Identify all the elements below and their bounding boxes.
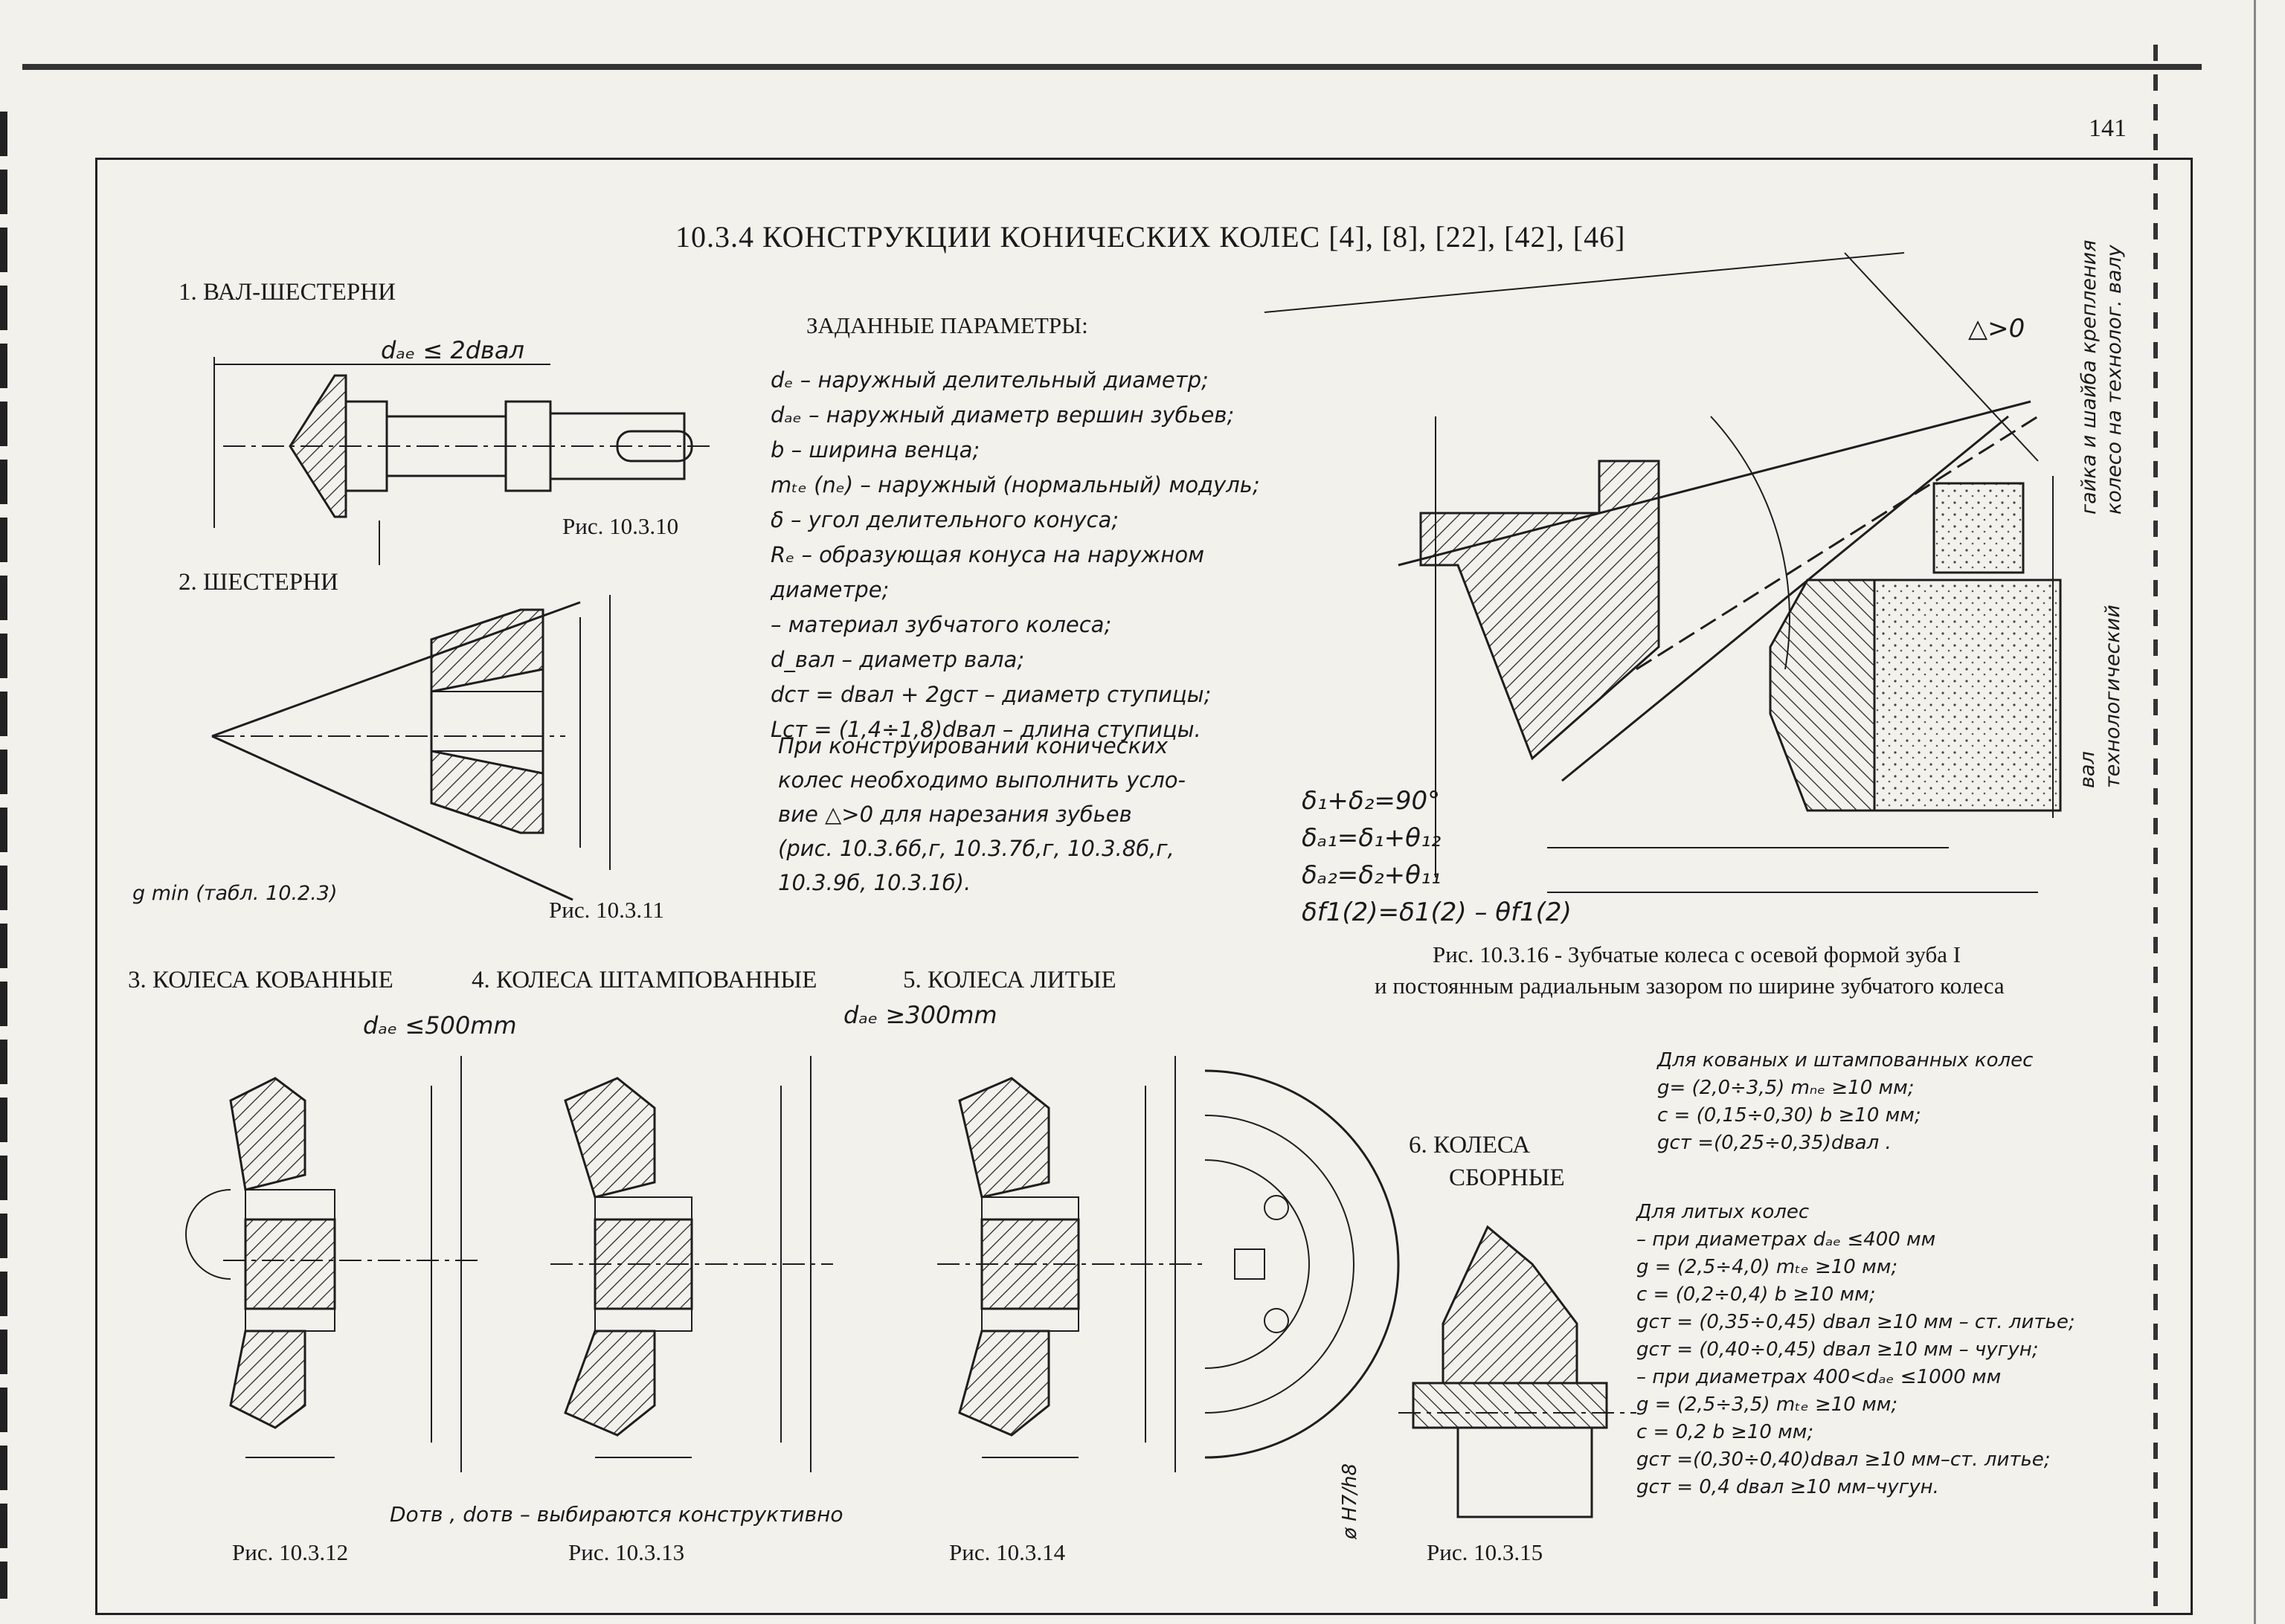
fig-10-3-16-gear-pair xyxy=(1264,252,2062,893)
cast-note-line: gст = (0,35÷0,45) dвал ≥10 мм – ст. лить… xyxy=(1636,1311,2075,1333)
caption-fig-10-3-15: Рис. 10.3.15 xyxy=(1427,1539,1543,1565)
params-heading: ЗАДАННЫЕ ПАРАМЕТРЫ: xyxy=(806,312,1088,338)
param-line: d_вал – диаметр вала; xyxy=(771,647,1025,672)
section-assembled-wheels-2: СБОРНЫЕ xyxy=(1449,1164,1565,1191)
note-line: вие △>0 для нарезания зубьев xyxy=(778,802,1132,827)
cast-note-line: gст =(0,30÷0,40)dвал ≥10 мм–ст. литье; xyxy=(1636,1449,2051,1471)
param-line: dₐₑ – наружный диаметр вершин зубьев; xyxy=(771,402,1235,428)
caption-fig-10-3-14: Рис. 10.3.14 xyxy=(949,1539,1066,1565)
caption-fig-10-3-11: Рис. 10.3.11 xyxy=(549,897,664,923)
cast-wheels-note: Для литых колес – при диаметрах dₐₑ ≤400… xyxy=(1636,1199,2075,1501)
dim-dae-ge-300: dₐₑ ≥300mm xyxy=(843,1001,997,1029)
param-line: диаметре; xyxy=(771,577,890,602)
param-line: dₑ – наружный делительный диаметр; xyxy=(771,367,1209,393)
note-line: колес необходимо выполнить усло- xyxy=(778,767,1186,793)
binding-marks-left xyxy=(0,112,7,1599)
param-line: – материал зубчатого колеса; xyxy=(771,612,1112,637)
page-number: 141 xyxy=(2089,115,2127,142)
page-title: 10.3.4 КОНСТРУКЦИИ КОНИЧЕСКИХ КОЛЕС [4],… xyxy=(675,220,1626,254)
dim-dae-le-500: dₐₑ ≤500mm xyxy=(363,1011,517,1040)
forged-wheels-note: Для кованых и штампованных колес g= (2,0… xyxy=(1657,1047,2033,1157)
fig-10-3-11-pinion xyxy=(211,595,611,901)
fig-10-3-10-shaft-pinion xyxy=(213,357,714,565)
caption-fig-10-3-12: Рис. 10.3.12 xyxy=(232,1539,349,1565)
section-stamped-wheels: 4. КОЛЕСА ШТАМПОВАННЫЕ xyxy=(472,967,817,993)
forged-note-line: g= (2,0÷3,5) mₙₑ ≥10 мм; xyxy=(1657,1077,1915,1099)
forged-note-line: c = (0,15÷0,30) b ≥10 мм; xyxy=(1657,1104,1921,1127)
note-dotv-constructive: Dотв , dотв – выбираются конструктивно xyxy=(390,1502,843,1527)
cast-note-line: c = (0,2÷0,4) b ≥10 мм; xyxy=(1636,1283,1876,1306)
section-assembled-wheels-1: 6. КОЛЕСА xyxy=(1409,1132,1531,1159)
scan-edge-top xyxy=(22,64,2202,70)
cast-note-line: g = (2,5÷4,0) mₜₑ ≥10 мм; xyxy=(1636,1256,1898,1278)
caption-fig-10-3-13: Рис. 10.3.13 xyxy=(568,1539,685,1565)
page-edge-right xyxy=(2254,0,2256,1624)
note-line: (рис. 10.3.6б,г, 10.3.7б,г, 10.3.8б,г, xyxy=(778,836,1174,861)
note-gmin-table: g min (табл. 10.2.3) xyxy=(132,882,338,905)
fig-10-3-14-cast-wheel xyxy=(937,1056,1205,1472)
caption-fig-10-3-10: Рис. 10.3.10 xyxy=(562,513,679,539)
formula-line: δf1(2)=δ1(2) – θf1(2) xyxy=(1302,898,1572,927)
caption-fig-10-3-16-line2: и постоянным радиальным зазором по ширин… xyxy=(1375,973,2005,999)
formula-line: δ₁+δ₂=90° xyxy=(1302,786,1441,816)
note-line: При конструировании конических xyxy=(778,733,1169,758)
param-line: Rₑ – образующая конуса на наружном xyxy=(771,542,1205,567)
forged-note-line: gст =(0,25÷0,35)dвал . xyxy=(1657,1132,1892,1154)
cast-note-line: gст = (0,40÷0,45) dвал ≥10 мм – чугун; xyxy=(1636,1338,2039,1361)
param-line: dст = dвал + 2gст – диаметр ступицы; xyxy=(771,682,1212,707)
param-line: b – ширина венца; xyxy=(771,437,980,463)
params-list: dₑ – наружный делительный диаметр; dₐₑ –… xyxy=(771,363,1260,747)
fig-10-3-12-forged-wheel xyxy=(185,1056,483,1472)
param-line: δ – угол делительного конуса; xyxy=(771,507,1119,532)
fig-10-3-15-assembled-wheel xyxy=(1204,1069,1636,1518)
binding-marks-right xyxy=(2153,45,2158,1606)
cast-note-line: gст = 0,4 dвал ≥10 мм–чугун. xyxy=(1636,1476,1939,1498)
drawing-frame xyxy=(95,158,2193,1615)
cast-note-line: g = (2,5÷3,5) mₜₑ ≥10 мм; xyxy=(1636,1393,1898,1416)
cast-note-line: – при диаметрах dₐₑ ≤400 мм xyxy=(1636,1228,1936,1251)
section-shaft-pinions: 1. ВАЛ-ШЕСТЕРНИ xyxy=(179,279,396,306)
param-line: Lст = (1,4÷1,8)dвал – длина ступицы. xyxy=(771,717,1201,742)
formula-line: δₐ₁=δ₁+θ₁₂ xyxy=(1302,823,1442,853)
forged-note-line: Для кованых и штампованных колес xyxy=(1657,1049,2034,1072)
cast-note-line: – при диаметрах 400<dₐₑ ≤1000 мм xyxy=(1636,1366,2002,1388)
cast-note-line: Для литых колес xyxy=(1636,1201,1810,1223)
angle-formulas: δ₁+δ₂=90° δₐ₁=δ₁+θ₁₂ δₐ₂=δ₂+θ₁₁ δf1(2)=δ… xyxy=(1302,782,1572,931)
note-line: 10.3.9б, 10.3.1б). xyxy=(778,870,971,895)
dim-dae-le-2dval: dₐₑ ≤ 2dвал xyxy=(381,336,524,364)
section-forged-wheels: 3. КОЛЕСА КОВАННЫЕ xyxy=(128,967,393,993)
section-pinions: 2. ШЕСТЕРНИ xyxy=(179,569,338,596)
cast-note-line: c = 0,2 b ≥10 мм; xyxy=(1636,1421,1814,1443)
caption-fig-10-3-16-line1: Рис. 10.3.16 - Зубчатые колеса с осевой … xyxy=(1433,941,1961,967)
formula-line: δₐ₂=δ₂+θ₁₁ xyxy=(1302,860,1442,890)
section-cast-wheels: 5. КОЛЕСА ЛИТЫЕ xyxy=(903,967,1116,993)
dim-delta-gt-0: △>0 xyxy=(1968,314,2025,344)
fig-10-3-13-stamped-wheel xyxy=(550,1056,833,1472)
design-note: При конструировании конических колес нео… xyxy=(778,729,1186,900)
param-line: mₜₑ (nₑ) – наружный (нормальный) модуль; xyxy=(771,472,1260,497)
